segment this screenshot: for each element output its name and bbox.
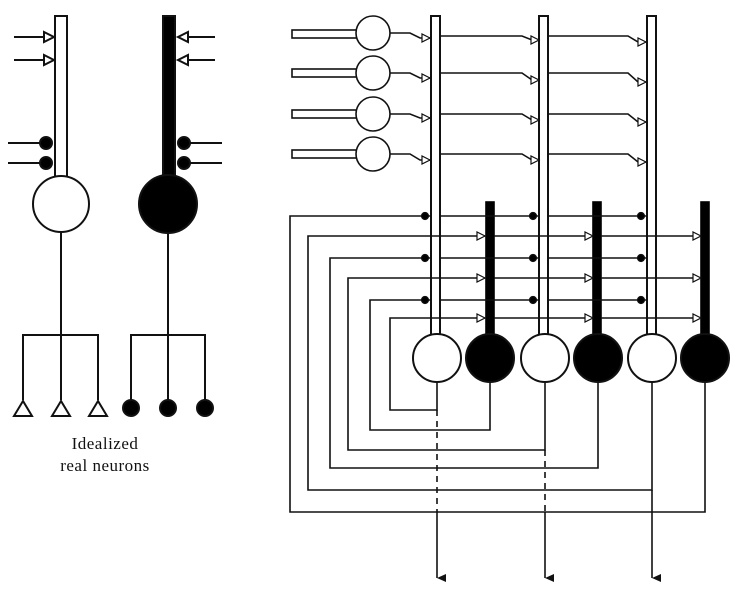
excitatory-synapse-icon	[421, 33, 432, 43]
excitatory-dendrite	[538, 15, 549, 341]
input-neuron	[291, 136, 391, 172]
excitatory-synapse-icon	[637, 37, 648, 47]
excitatory-synapse-icon	[530, 75, 541, 85]
inhibitory-synapse-icon	[177, 156, 191, 170]
excitatory-cell	[412, 333, 462, 383]
caption: Idealized real neurons	[20, 433, 190, 477]
inhibitory-synapse-icon	[420, 295, 430, 305]
excitatory-synapse-icon	[421, 155, 432, 165]
excitatory-synapse-icon	[421, 113, 432, 123]
inhibitory-synapse-icon	[420, 253, 430, 263]
excitatory-synapse-icon	[637, 157, 648, 167]
excitatory-dendrite	[54, 15, 68, 183]
network-diagram	[289, 15, 730, 582]
inhibitory-synapse-icon	[39, 156, 53, 170]
excitatory-synapse-icon	[584, 231, 595, 241]
excitatory-synapse-icon	[584, 313, 595, 323]
network-cells	[412, 333, 730, 383]
input-neurons	[291, 15, 391, 172]
inhibitory-terminal-icon	[196, 399, 214, 417]
axon-branches	[22, 334, 99, 400]
inhibitory-synapse-icon	[636, 295, 646, 305]
excitatory-synapse-icon	[175, 30, 189, 44]
input-axons	[390, 32, 646, 163]
inhibitory-synapse-icon	[177, 136, 191, 150]
axon-branches	[130, 334, 206, 400]
outputs	[436, 410, 661, 582]
inhibitory-dendrite	[485, 201, 495, 341]
caption-line-1: Idealized	[71, 434, 139, 453]
synapse-markers	[420, 33, 703, 323]
inhibitory-cell	[680, 333, 730, 383]
inhibitory-synapse-icon	[39, 136, 53, 150]
inhibitory-neuron-model	[122, 15, 222, 417]
excitatory-dendrite	[430, 15, 441, 341]
inhibitory-terminal-icon	[159, 399, 177, 417]
excitatory-synapse-icon	[530, 115, 541, 125]
inhibitory-cell	[465, 333, 515, 383]
excitatory-neuron-model	[8, 15, 109, 417]
excitatory-terminal-icon	[12, 399, 34, 417]
excitatory-synapse-icon	[43, 53, 57, 67]
excitatory-synapse-icon	[476, 273, 487, 283]
inhibitory-cell	[573, 333, 623, 383]
excitatory-synapse-icon	[637, 77, 648, 87]
excitatory-synapse-icon	[637, 117, 648, 127]
excitatory-synapse-icon	[175, 53, 189, 67]
excitatory-synapse-icon	[692, 231, 703, 241]
excitatory-synapse-icon	[43, 30, 57, 44]
excitatory-synapse-icon	[692, 273, 703, 283]
inhibitory-synapse-icon	[636, 253, 646, 263]
inhibitory-synapse-icon	[636, 211, 646, 221]
inhibitory-dendrite	[162, 15, 176, 183]
excitatory-terminal-icon	[50, 399, 72, 417]
excitatory-synapse-icon	[476, 313, 487, 323]
excitatory-synapse-icon	[530, 155, 541, 165]
excitatory-soma	[32, 175, 90, 233]
inhibitory-synapse-icon	[420, 211, 430, 221]
excitatory-cell	[520, 333, 570, 383]
excitatory-synapse-icon	[692, 313, 703, 323]
inhibitory-synapse-icon	[528, 211, 538, 221]
excitatory-cell	[627, 333, 677, 383]
inhibitory-dendrite	[700, 201, 710, 341]
inhibitory-synapse-icon	[528, 295, 538, 305]
excitatory-synapse-icon	[421, 73, 432, 83]
input-neuron	[291, 15, 391, 51]
excitatory-terminal-icon	[87, 399, 109, 417]
excitatory-dendrite	[646, 15, 657, 341]
inhibitory-soma	[138, 174, 198, 234]
inhibitory-terminal-icon	[122, 399, 140, 417]
inhibitory-synapse-icon	[528, 253, 538, 263]
inhibitory-dendrite	[592, 201, 602, 341]
input-neuron	[291, 55, 391, 91]
excitatory-synapse-icon	[584, 273, 595, 283]
feedback-connections	[289, 215, 706, 513]
input-neuron	[291, 96, 391, 132]
caption-line-2: real neurons	[60, 456, 150, 475]
excitatory-synapse-icon	[530, 35, 541, 45]
excitatory-synapse-icon	[476, 231, 487, 241]
